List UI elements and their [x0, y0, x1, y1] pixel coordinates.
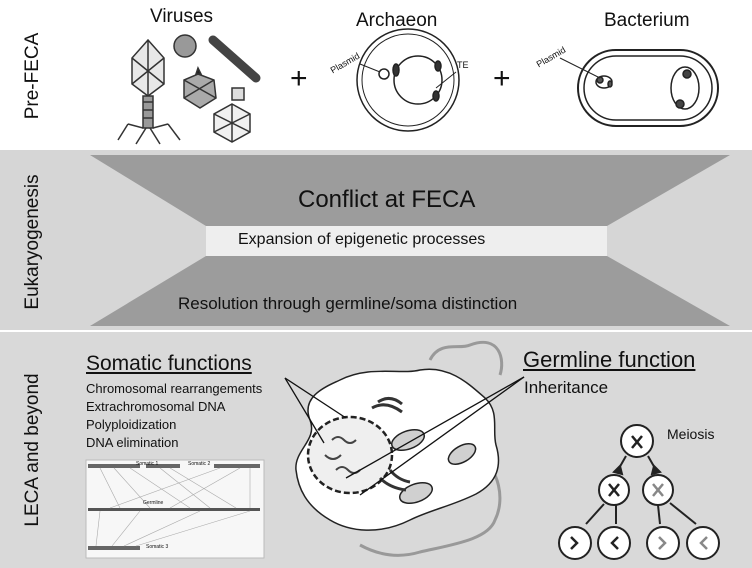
inset-somatic1-label: Somatic 1: [136, 461, 159, 467]
inheritance-text: Inheritance: [524, 378, 609, 397]
te-label: TE: [457, 60, 469, 70]
squiggle-line: [359, 453, 502, 557]
inset-somatic3-label: Somatic 3: [146, 544, 169, 550]
plus-sign-2: +: [493, 62, 511, 95]
plasmid-icon: [378, 68, 390, 80]
mitochondrion-icon: [447, 443, 477, 465]
gamete-cell: [558, 526, 592, 560]
expansion-box: [206, 226, 607, 256]
rod-virus-icon: [208, 35, 261, 83]
capsid-virus-icon: [213, 87, 251, 143]
viruses-label: Viruses: [150, 6, 214, 27]
archaeon-cell-icon: [356, 28, 460, 132]
squiggle-line: [428, 341, 504, 376]
resolution-trapezoid: [90, 256, 730, 326]
expansion-text: Expansion of epigenetic processes: [238, 231, 486, 248]
meiosis-diagram: [558, 424, 720, 560]
inset-somatic2-label: Somatic 2: [188, 461, 211, 467]
genome-comparison-inset: [85, 459, 265, 559]
bacteriophage-icon: [117, 38, 181, 145]
section-label-leca: LECA and beyond: [22, 373, 43, 527]
conflict-trapezoid: [90, 155, 730, 226]
bacterium-label: Bacterium: [604, 10, 690, 31]
section-label-eukaryogenesis: Eukaryogenesis: [22, 174, 43, 310]
list-item: Polyploidization: [86, 417, 177, 432]
section-label-pre-feca: Pre-FECA: [22, 32, 43, 120]
spherical-virus-icon: [173, 34, 197, 58]
meiosis-label: Meiosis: [667, 426, 715, 442]
plus-sign-1: +: [290, 62, 308, 95]
list-item: DNA elimination: [86, 435, 179, 450]
gamete-cell: [646, 526, 680, 560]
list-item: Extrachromosomal DNA: [86, 399, 226, 414]
virus-group-icon: [117, 34, 261, 145]
eukaryotic-cell-icon: [295, 368, 500, 531]
bacterium-cell-icon: [559, 49, 719, 127]
gamete-cell: [686, 526, 720, 560]
archaeon-label: Archaeon: [356, 10, 438, 31]
icosahedral-virus-icon: [183, 66, 217, 109]
nucleus-icon: [306, 415, 394, 495]
pointer-lines: [284, 376, 525, 496]
somatic-functions-list: Chromosomal rearrangements Extrachromoso…: [86, 380, 262, 452]
inset-germline-label: Germline: [143, 500, 164, 506]
mitochondrion-icon: [398, 481, 434, 505]
resolution-text: Resolution through germline/soma distinc…: [178, 294, 518, 313]
conflict-text: Conflict at FECA: [298, 186, 476, 213]
list-item: Chromosomal rearrangements: [86, 381, 263, 396]
gamete-cell: [597, 526, 631, 560]
somatic-functions-title: Somatic functions: [86, 352, 252, 375]
germline-function-title: Germline function: [523, 347, 696, 372]
